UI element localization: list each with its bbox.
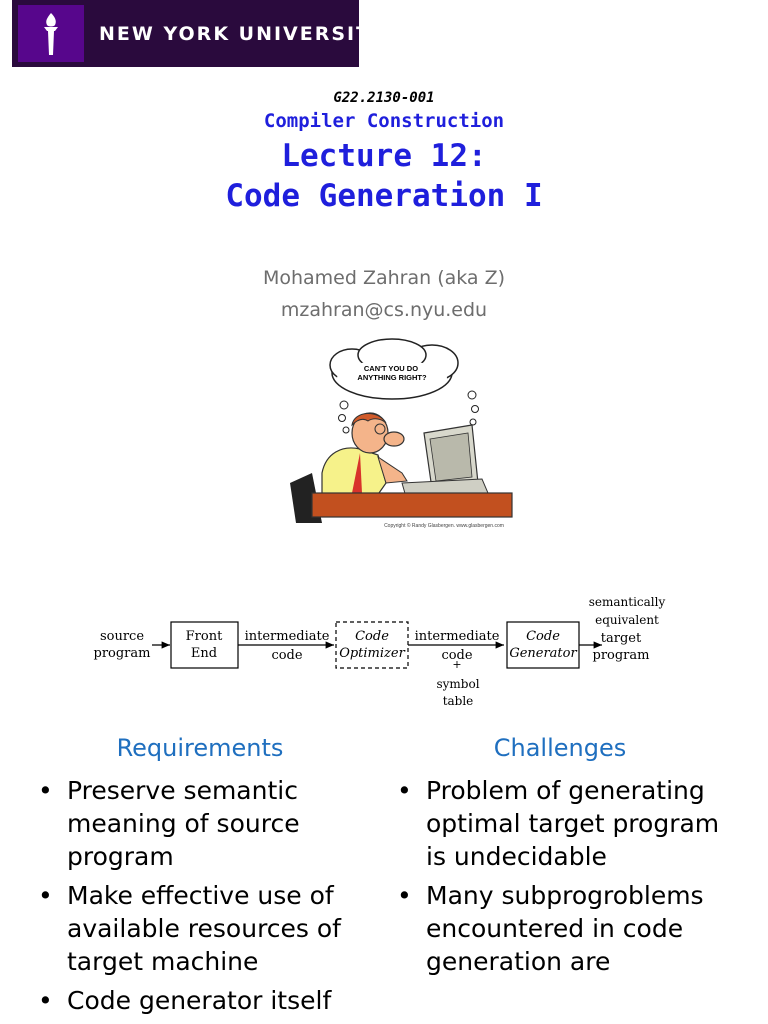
lecture-number: Lecture 12: — [281, 138, 487, 174]
desk-shape — [311, 492, 513, 518]
cartoon-copyright: Copyright © Randy Glasbergen. www.glasbe… — [384, 522, 504, 529]
author-email[interactable]: mzahran@cs.nyu.edu — [280, 299, 488, 321]
author-name: Mohamed Zahran (aka Z) — [262, 267, 506, 289]
thought-text: CAN'T YOU DO ANYTHING RIGHT? — [357, 364, 427, 382]
requirements-heading: Requirements — [116, 734, 284, 762]
list-item: Make effective use of available resource… — [38, 879, 378, 978]
list-item: Many subprogroblems encountered in code … — [397, 879, 737, 978]
challenges-list: Problem of generating optimal target pro… — [397, 774, 737, 984]
thought-cloud: CAN'T YOU DO ANYTHING RIGHT? — [329, 338, 479, 434]
challenges-heading: Challenges — [493, 734, 627, 762]
computer-figure — [401, 424, 489, 498]
requirements-list: Preserve semantic meaning of source prog… — [38, 774, 378, 1023]
lecture-topic: Code Generation I — [225, 178, 543, 214]
plus-sign: + — [452, 658, 461, 671]
list-item: Problem of generating optimal target pro… — [397, 774, 737, 873]
course-code: G22.2130-001 — [333, 90, 435, 106]
man-figure — [321, 412, 408, 504]
logo-wordmark: NEW YORK UNIVERSITY — [99, 23, 387, 45]
cartoon-image: CAN'T YOU DO ANYTHING RIGHT? — [282, 333, 522, 530]
course-name: Compiler Construction — [263, 110, 505, 132]
list-item: Code generator itself — [38, 984, 378, 1017]
torch-icon — [18, 5, 84, 62]
nyu-logo: NEW YORK UNIVERSITY — [12, 0, 385, 67]
list-item: Preserve semantic meaning of source prog… — [38, 774, 378, 873]
